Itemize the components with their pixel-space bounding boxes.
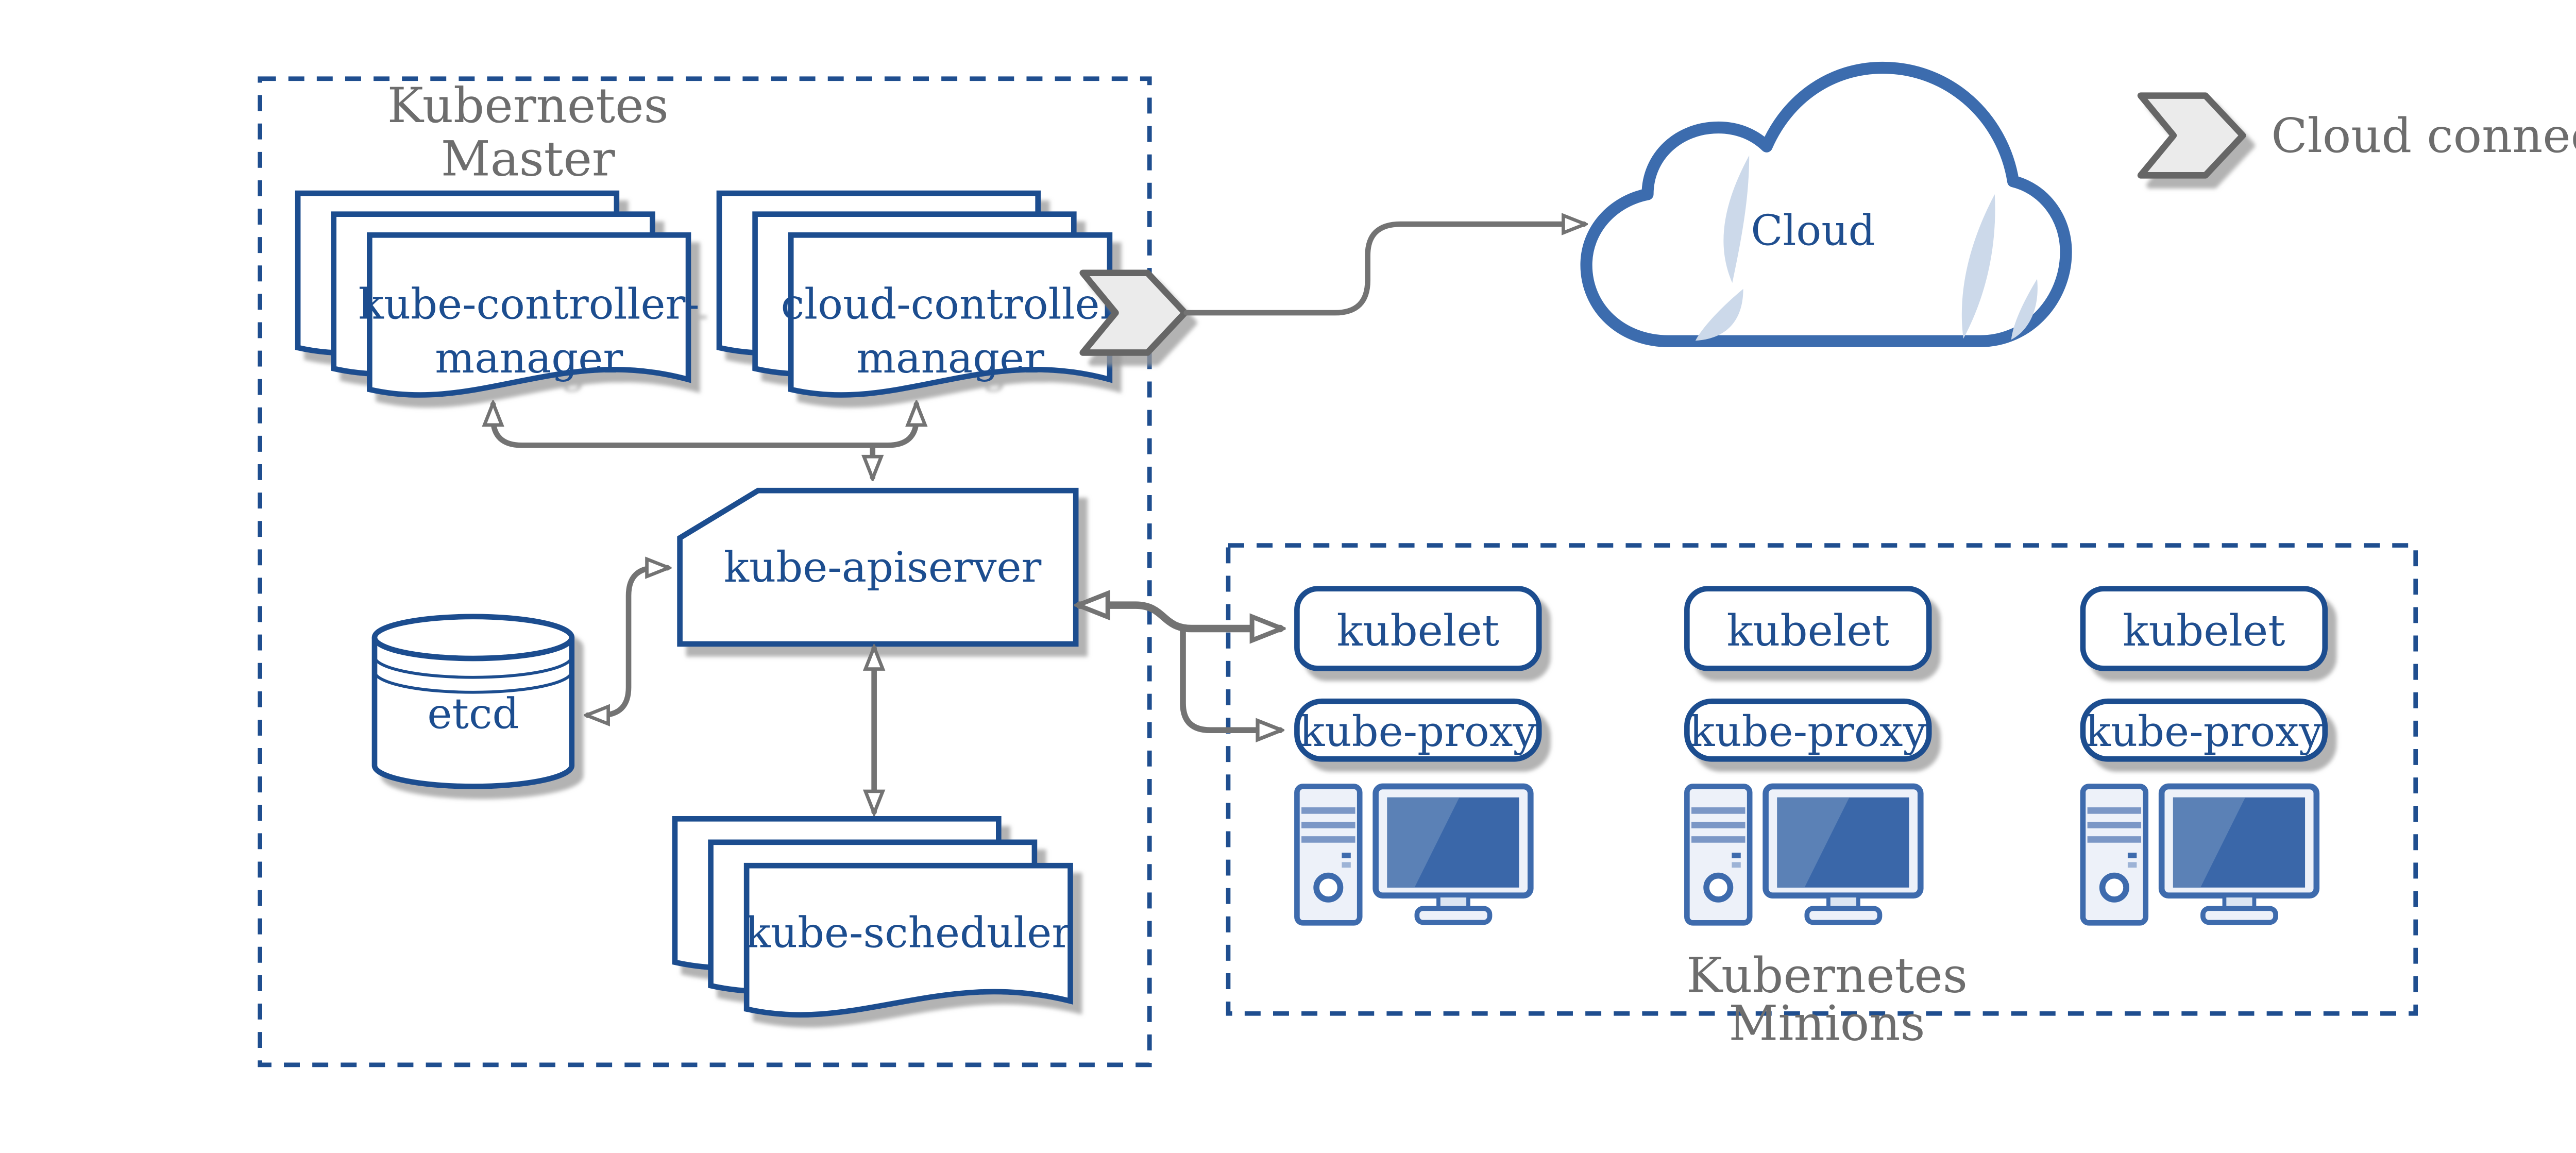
minions-title-line1: Kubernetes bbox=[1686, 948, 1968, 1004]
arrow-cloud-connector-to-cloud bbox=[1183, 224, 1584, 316]
cloud-controller-manager-label-line1: cloud-controller bbox=[781, 281, 1120, 329]
cloud-connector-legend-label: Cloud connector bbox=[2271, 108, 2576, 163]
minions-zone-title: Kubernetes Minions bbox=[1686, 948, 1968, 1052]
cloud-highlight bbox=[1723, 155, 1750, 283]
cloud-connector-legend-icon bbox=[2137, 92, 2246, 179]
document-stack-front-icon bbox=[788, 232, 1113, 398]
cloud-highlight bbox=[1961, 194, 1995, 339]
kubelet-label: kubelet bbox=[1337, 606, 1500, 656]
arrow-controller-managers bbox=[493, 404, 917, 448]
arrow-apiserver-kube-proxy bbox=[1180, 626, 1280, 730]
cloud-highlight bbox=[2011, 279, 2038, 340]
cloud-highlight bbox=[1695, 289, 1743, 341]
cloud-connector-chevron-icon bbox=[1079, 269, 1189, 356]
legend-cloud-connector: Cloud connector bbox=[2137, 92, 2576, 179]
kube-proxy-node bbox=[1684, 698, 1932, 762]
computer-icon bbox=[1684, 783, 1924, 926]
cylinder-ring bbox=[373, 671, 573, 694]
cylinder-ring bbox=[373, 656, 573, 679]
kubernetes-minions-zone bbox=[1226, 543, 2418, 1016]
kube-controller-manager-label-line2: manager bbox=[435, 334, 623, 383]
database-cylinder-icon bbox=[371, 614, 575, 789]
node-etcd: etcd bbox=[371, 614, 575, 789]
kube-scheduler-label: kube-scheduler bbox=[745, 909, 1072, 958]
node-kube-controller-manager: kube-controller- manager bbox=[295, 190, 700, 398]
cylinder-top-rim bbox=[371, 637, 575, 662]
node-kube-scheduler: kube-scheduler bbox=[672, 816, 1073, 1018]
kube-proxy-node bbox=[1294, 698, 1542, 762]
minion-column-1: kubelet kube-proxy bbox=[1294, 586, 1542, 926]
cloud-icon bbox=[1580, 61, 2072, 347]
cloud-controller-manager-label-line2: manager bbox=[856, 334, 1044, 383]
minion-column-2: kubelet kube-proxy bbox=[1684, 586, 1932, 926]
document-stack-front-icon bbox=[367, 232, 691, 398]
kubelet-node bbox=[1294, 586, 1542, 671]
card-shape bbox=[677, 487, 1079, 647]
kube-apiserver-label: kube-apiserver bbox=[724, 544, 1042, 592]
master-title-line1: Kubernetes bbox=[387, 78, 669, 134]
kubelet-node bbox=[1684, 586, 1932, 671]
arrow-apiserver-kubelet bbox=[1080, 605, 1280, 629]
etcd-label: etcd bbox=[427, 690, 519, 738]
kube-proxy-label: kube-proxy bbox=[1299, 708, 1536, 756]
node-cloud-controller-manager: cloud-controller manager bbox=[716, 190, 1120, 398]
arrow-etcd-apiserver bbox=[588, 568, 668, 715]
kubelet-node bbox=[2080, 586, 2328, 671]
kube-proxy-label: kube-proxy bbox=[2086, 708, 2323, 756]
minion-column-3: kubelet kube-proxy bbox=[2080, 586, 2328, 926]
kubelet-label: kubelet bbox=[2123, 606, 2285, 656]
computer-icon bbox=[1294, 783, 1534, 926]
cloud-shape: Cloud bbox=[1580, 61, 2072, 347]
minions-title-line2: Minions bbox=[1728, 996, 1925, 1052]
kube-proxy-label: kube-proxy bbox=[1689, 708, 1926, 756]
kubelet-label: kubelet bbox=[1727, 606, 1890, 656]
kube-controller-manager-label-line1: kube-controller- bbox=[359, 281, 700, 329]
kube-proxy-node bbox=[2080, 698, 2328, 762]
master-zone-title: Kubernetes Master bbox=[387, 78, 669, 187]
cloud-label: Cloud bbox=[1751, 207, 1875, 256]
computer-icon bbox=[2080, 783, 2320, 926]
document-stack-front-icon bbox=[743, 862, 1073, 1018]
master-title-line2: Master bbox=[441, 131, 615, 187]
diagram-canvas: Kubernetes Master kube-controller- manag… bbox=[258, 61, 2576, 1067]
kubernetes-architecture-diagram: Kubernetes Master kube-controller- manag… bbox=[258, 61, 2576, 1067]
node-kube-apiserver: kube-apiserver bbox=[677, 487, 1079, 647]
